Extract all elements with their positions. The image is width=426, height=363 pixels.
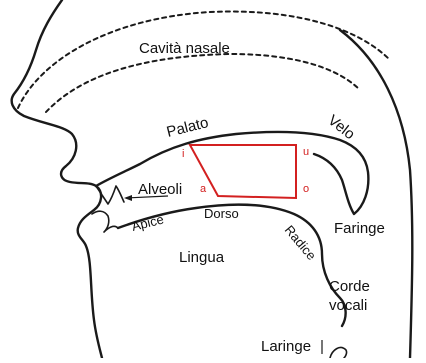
- alveoli-arrowhead: [124, 195, 132, 201]
- label-vocal-cords-line1: Corde: [329, 278, 370, 295]
- label-pharynx: Faringe: [334, 220, 385, 237]
- lower-teeth: [92, 211, 118, 232]
- label-nasal-cavity: Cavità nasale: [139, 40, 230, 57]
- label-tongue: Lingua: [179, 249, 225, 266]
- vowel-label-o: o: [303, 183, 309, 195]
- label-dorsum: Dorso: [204, 206, 239, 221]
- larynx-curve: [330, 348, 347, 358]
- vowel-label-u: u: [303, 146, 309, 158]
- label-vocal-cords-line2: vocali: [329, 297, 367, 314]
- label-velum: Velo: [325, 112, 358, 143]
- vowel-label-i: i: [182, 148, 184, 160]
- label-alveoli: Alveoli: [138, 181, 182, 198]
- label-larynx: Laringe: [261, 338, 311, 355]
- label-palate: Palato: [165, 114, 210, 141]
- vowel-label-a: a: [200, 183, 207, 195]
- nasal-cavity-outline-outer: [18, 12, 390, 108]
- label-tip: Apice: [130, 211, 165, 233]
- nasal-cavity-outline-inner: [46, 54, 360, 112]
- face-profile: [12, 0, 102, 358]
